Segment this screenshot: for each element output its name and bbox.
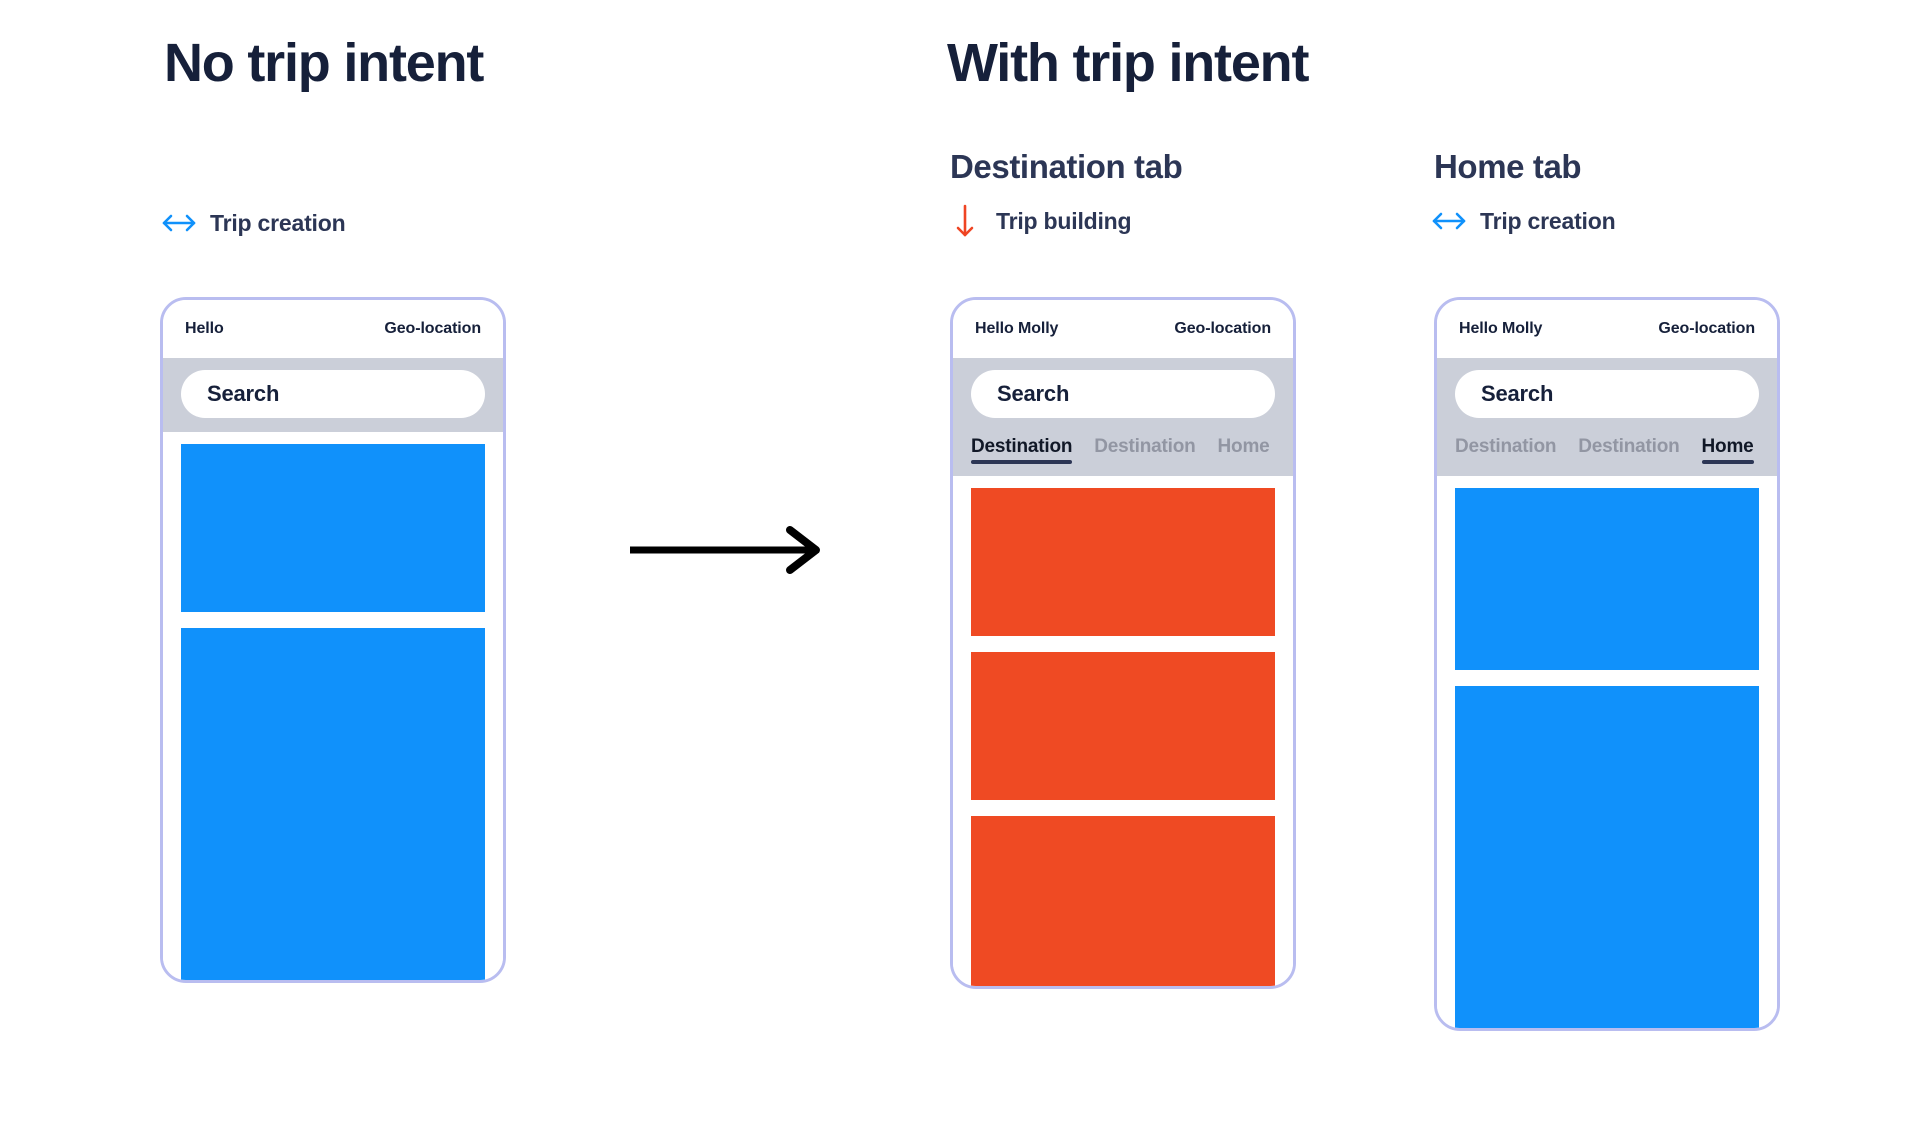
content-block[interactable]	[971, 652, 1275, 800]
phone-mockup-no-trip-intent: Hello Geo-location Search	[160, 297, 506, 983]
greeting-text: Hello Molly	[975, 320, 1059, 337]
tab-destination-primary[interactable]: Destination	[1455, 436, 1557, 457]
content-block[interactable]	[971, 816, 1275, 986]
phone-mockup-destination-tab: Hello Molly Geo-location Search Destinat…	[950, 297, 1296, 989]
page-title-with-trip-intent: With trip intent	[947, 33, 1309, 93]
search-input-value: Search	[997, 381, 1070, 406]
search-zone: Search	[953, 358, 1293, 432]
tab-destination-secondary[interactable]: Destination	[1094, 436, 1196, 457]
transition-arrow	[626, 520, 826, 580]
arrow-down-icon	[948, 204, 982, 237]
search-input-value: Search	[1481, 381, 1554, 406]
search-input[interactable]: Search	[1455, 370, 1759, 418]
section-title-home-tab: Home tab	[1434, 148, 1582, 185]
double-arrow-horizontal-icon	[162, 208, 196, 238]
content-block[interactable]	[1455, 686, 1759, 1028]
tab-bar: Destination Destination Home	[953, 432, 1293, 476]
annotation-trip-building: Trip building	[948, 204, 1132, 237]
annotation-trip-creation-right: Trip creation	[1432, 206, 1616, 236]
greeting-text: Hello	[185, 320, 224, 337]
search-input[interactable]: Search	[971, 370, 1275, 418]
content-block[interactable]	[971, 488, 1275, 636]
annotation-trip-creation-left: Trip creation	[162, 208, 346, 238]
annotation-label: Trip creation	[210, 209, 346, 236]
annotation-label: Trip creation	[1480, 207, 1616, 234]
phone-mockup-home-tab: Hello Molly Geo-location Search Destinat…	[1434, 297, 1780, 1031]
tab-bar: Destination Destination Home	[1437, 432, 1777, 476]
geo-location-text: Geo-location	[384, 320, 481, 337]
annotation-label: Trip building	[996, 207, 1132, 234]
search-input-value: Search	[207, 381, 280, 406]
search-zone: Search	[163, 358, 503, 432]
tab-home[interactable]: Home	[1217, 436, 1270, 457]
long-right-arrow-icon	[630, 526, 820, 574]
phone-content-list	[1437, 476, 1777, 1028]
content-block[interactable]	[181, 628, 485, 980]
page-title-no-trip-intent: No trip intent	[164, 33, 484, 93]
tab-home[interactable]: Home	[1701, 436, 1754, 464]
geo-location-text: Geo-location	[1174, 320, 1271, 337]
double-arrow-horizontal-icon	[1432, 206, 1466, 236]
greeting-text: Hello Molly	[1459, 320, 1543, 337]
search-input[interactable]: Search	[181, 370, 485, 418]
content-block[interactable]	[181, 444, 485, 612]
geo-location-text: Geo-location	[1658, 320, 1755, 337]
tab-destination-secondary[interactable]: Destination	[1578, 436, 1680, 457]
content-block[interactable]	[1455, 488, 1759, 670]
tab-destination-primary[interactable]: Destination	[971, 436, 1073, 464]
phone-content-list	[163, 432, 503, 980]
phone-header: Hello Molly Geo-location	[1437, 300, 1777, 358]
phone-content-list	[953, 476, 1293, 986]
search-zone: Search	[1437, 358, 1777, 432]
section-title-destination-tab: Destination tab	[950, 148, 1183, 185]
phone-header: Hello Geo-location	[163, 300, 503, 358]
phone-header: Hello Molly Geo-location	[953, 300, 1293, 358]
